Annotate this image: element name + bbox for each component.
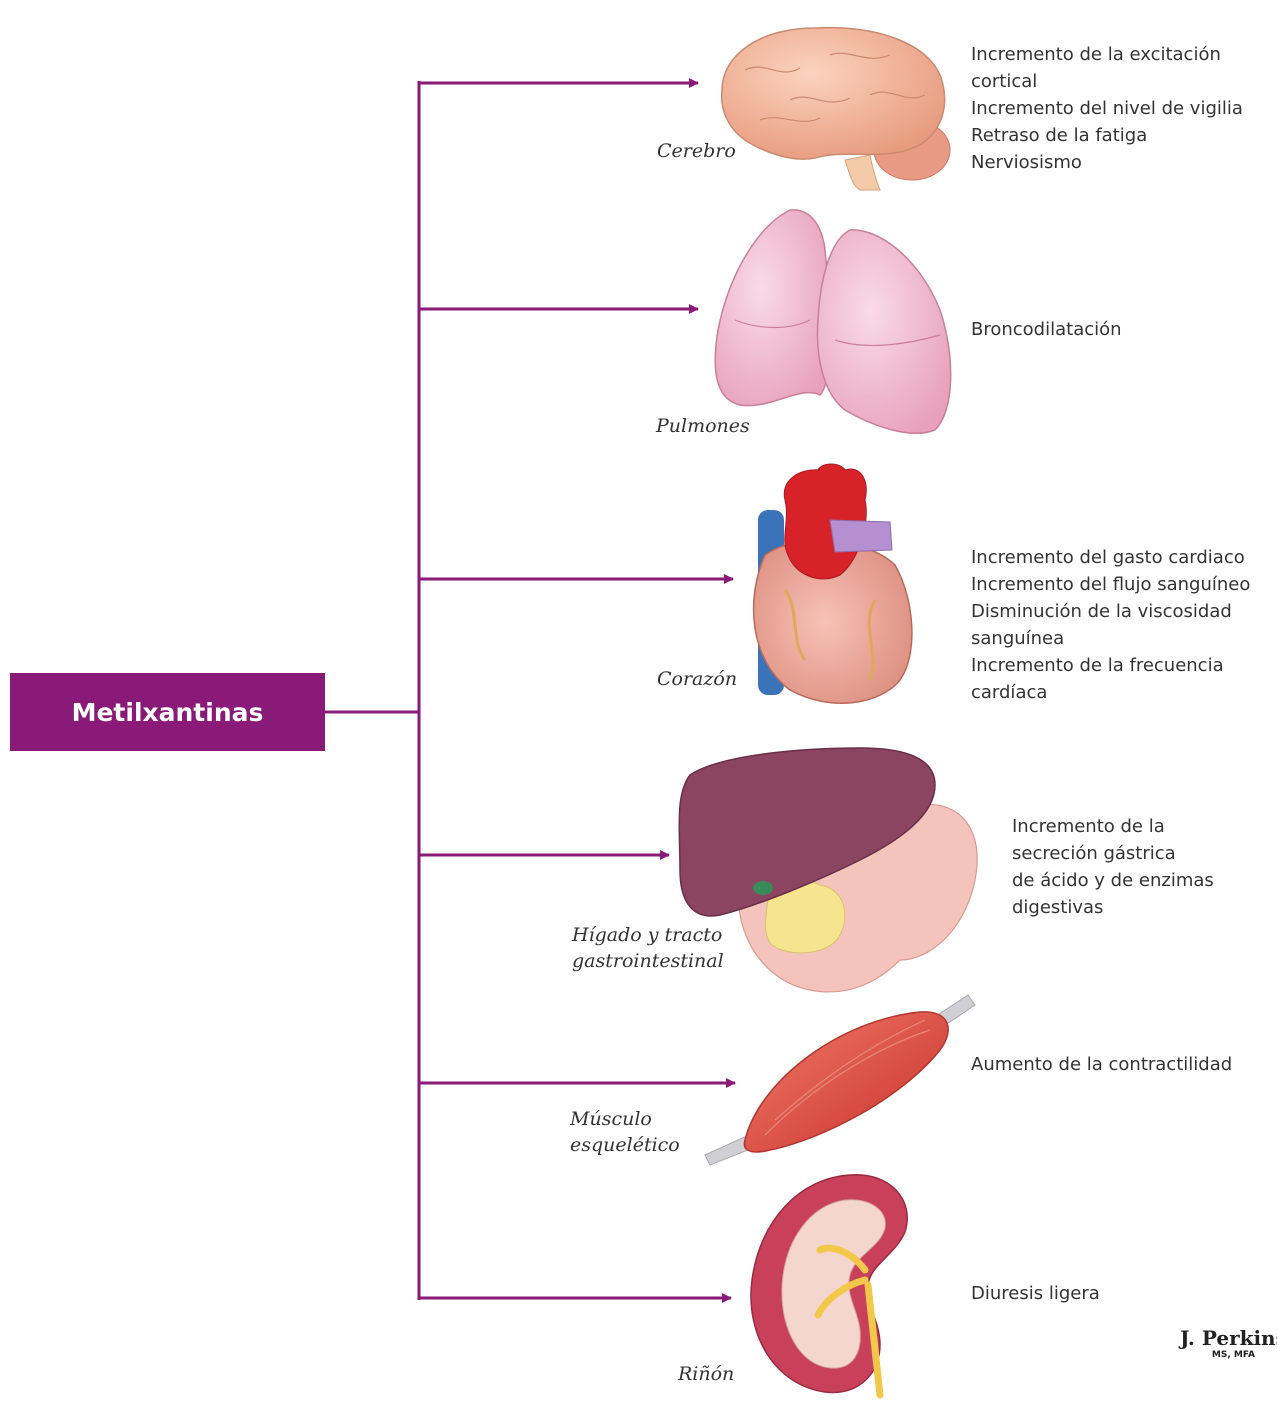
- organ-label-cerebro: Cerebro: [657, 138, 736, 164]
- effects-higado: Incremento de la secreción gástrica de á…: [1012, 813, 1214, 921]
- organ-label-musculo: Músculo esquelético: [570, 1106, 680, 1158]
- effects-rinon: Diuresis ligera: [971, 1280, 1100, 1307]
- signature-credentials: MS, MFA: [1180, 1350, 1277, 1360]
- organ-label-higado: Hígado y tracto gastrointestinal: [572, 922, 724, 974]
- muscle-illustration: [705, 995, 975, 1165]
- liver-gi-illustration: [679, 748, 977, 992]
- signature-name: J. Perkins: [1180, 1326, 1277, 1350]
- brain-illustration: [722, 28, 950, 190]
- root-box: Metilxantinas: [10, 673, 325, 751]
- organ-label-pulmones: Pulmones: [656, 413, 750, 439]
- effects-pulmones: Broncodilatación: [971, 316, 1122, 343]
- artist-signature: J. Perkins MS, MFA: [1180, 1326, 1277, 1360]
- root-label: Metilxantinas: [72, 698, 264, 727]
- organ-label-rinon: Riñón: [678, 1361, 734, 1387]
- organ-label-corazon: Corazón: [657, 666, 737, 692]
- kidney-illustration: [751, 1175, 907, 1395]
- effects-cerebro: Incremento de la excitación cortical Inc…: [971, 41, 1243, 176]
- lungs-illustration: [715, 210, 950, 433]
- effects-corazon: Incremento del gasto cardiaco Incremento…: [971, 544, 1250, 706]
- effects-musculo: Aumento de la contractilidad: [971, 1051, 1232, 1078]
- heart-illustration: [754, 464, 912, 703]
